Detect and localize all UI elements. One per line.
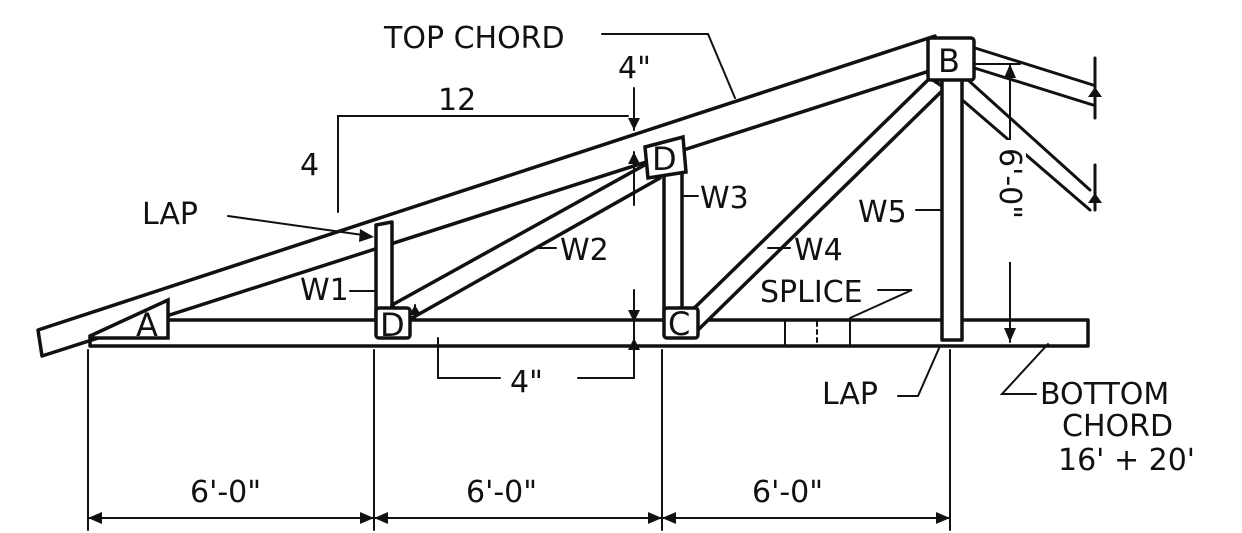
- bottom-chord-label-3: 16' + 20': [1058, 443, 1195, 478]
- right-end-arrow-1: [1088, 87, 1102, 97]
- height-label: 6'-0": [992, 148, 1027, 219]
- web-w5: [940, 76, 964, 342]
- right-rafter-edge-1: [973, 46, 1095, 87]
- web-w2-label: W2: [560, 233, 609, 268]
- lap-left-label: LAP: [142, 197, 198, 232]
- joint-block-c: [662, 306, 700, 340]
- joint-label-d-bottom: D: [380, 306, 405, 344]
- span-arrow-2a: [374, 512, 388, 524]
- joint-label-b: B: [938, 42, 960, 80]
- bottom-chord-label-1: BOTTOM: [1040, 377, 1169, 412]
- joint-block-d-bottom: [374, 306, 412, 340]
- joint-block-b: [926, 36, 976, 82]
- span-arrow-1a: [88, 512, 102, 524]
- lap-left-arrow: [359, 229, 374, 242]
- right-end-arrow-2: [1088, 193, 1102, 203]
- span-label-3: 6'-0": [752, 475, 823, 510]
- span-arrow-3a: [662, 512, 676, 524]
- web-w4-label: W4: [794, 233, 843, 268]
- span-arrow-1b: [360, 512, 374, 524]
- web-w3-label: W3: [700, 181, 749, 216]
- right-rafter-edge-2: [966, 64, 1095, 107]
- splice-label: SPLICE: [760, 275, 863, 310]
- height-arrow-top: [1004, 64, 1016, 78]
- top-offset-label: 4": [618, 51, 651, 86]
- bottom-chord: [88, 318, 1090, 348]
- span-label-2: 6'-0": [466, 475, 537, 510]
- joint-block-a: [88, 297, 170, 340]
- joint-block-d-top: [643, 134, 688, 181]
- span-arrow-3b: [936, 512, 950, 524]
- top-chord-leader: [601, 33, 736, 99]
- top-offset-arrow-1: [628, 118, 640, 130]
- lap-bottom-label: LAP: [822, 377, 878, 412]
- joint-label-d-top: D: [652, 140, 677, 178]
- pitch-run-label: 12: [438, 83, 476, 118]
- top-chord-label: TOP CHORD: [383, 21, 565, 56]
- web-w3: [662, 168, 684, 320]
- web-w1-label: W1: [300, 273, 349, 308]
- lap-bottom-leader: [897, 345, 941, 397]
- joint-label-a: A: [136, 306, 158, 344]
- pitch-rise-label: 4: [300, 148, 319, 183]
- splice-leader: [849, 289, 913, 319]
- bottom-offset-arrow-bottom: [628, 338, 640, 350]
- joint-label-c: C: [668, 305, 690, 343]
- bottom-chord-leader: [999, 343, 1049, 395]
- span-arrow-2b: [648, 512, 662, 524]
- top-offset-arrow-2: [628, 152, 640, 164]
- right-web-edge-1: [966, 78, 1092, 192]
- span-label-1: 6'-0": [190, 475, 261, 510]
- lap-left-leader: [227, 215, 371, 237]
- height-label-bg: [994, 140, 1026, 262]
- bottom-chord-label-2: CHORD: [1062, 409, 1173, 444]
- bottom-offset-arrow-top: [628, 310, 640, 322]
- pitch-triangle: [337, 115, 629, 213]
- bottom-offset-label: 4": [510, 365, 543, 400]
- web-w5-label: W5: [858, 195, 907, 230]
- height-arrow-bottom: [1004, 328, 1016, 342]
